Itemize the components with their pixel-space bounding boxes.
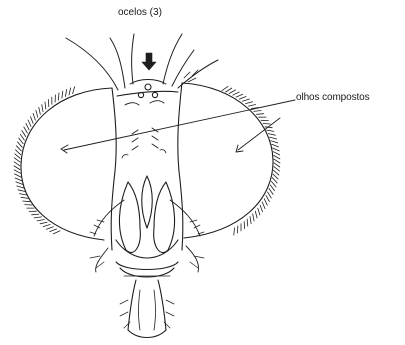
face-antennae <box>90 176 204 272</box>
proboscis <box>90 256 204 338</box>
left-compound-eye <box>21 88 112 240</box>
frons <box>112 83 182 180</box>
ocelli-label: ocelos (3) <box>118 7 162 19</box>
compound-eyes-label: olhos compostos <box>296 92 370 104</box>
ocelli-arrow <box>142 53 156 70</box>
right-compound-eye <box>182 83 273 238</box>
ocelli <box>130 80 166 98</box>
eye-bristles <box>14 86 280 235</box>
